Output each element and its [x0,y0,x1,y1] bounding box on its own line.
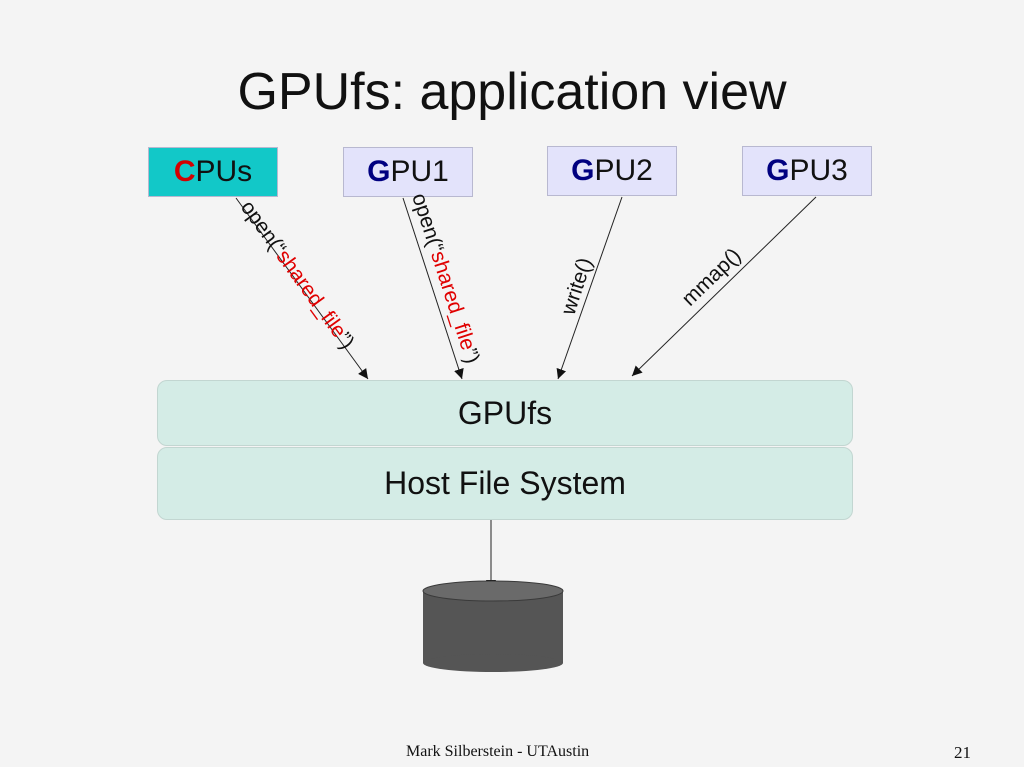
cpu-open-call: open(“shared_file”) [236,196,359,353]
gpu1-open-arg: shared_file [426,248,480,353]
gpu2-label-rest: PU2 [594,154,653,187]
cpus-lead-letter: C [173,155,196,188]
gpu2-write-arrow [556,196,623,380]
cpu-open-arrow [235,197,369,380]
gpu3-label-rest: PU3 [789,154,848,187]
gpu1-open-pre: open(“ [407,190,448,255]
cpus-label-rest: PUs [195,155,253,188]
gpu1-open-call: open(“shared_file”) [407,190,484,366]
gpu2-lead-letter: G [571,154,595,187]
host-file-system-layer: Host File System [157,447,853,520]
host-file-system-label: Host File System [384,465,626,501]
gpufs-layer-label: GPUfs [457,394,553,431]
gpu1-open-arrow [402,197,464,380]
page-number: 21 [954,743,971,762]
gpu1-label-rest: PU1 [390,155,449,188]
gpu1-open-post: ”) [458,346,484,366]
gpufs-layer: GPUfs [157,380,853,446]
slide-title: GPUfs: application view [237,63,787,121]
gpu1-lead-letter: G [367,155,391,188]
cpu-open-arg: shared_file [272,246,351,343]
slide-footer: Mark Silberstein - UTAustin [406,743,590,760]
gpu3-lead-letter: G [766,154,790,187]
storage-disk-icon [422,580,564,672]
cpu-open-pre: open(“ [236,196,290,259]
gpu3-mmap-call: mmap() [677,244,745,311]
gpu3-mmap-arrow [631,196,817,377]
